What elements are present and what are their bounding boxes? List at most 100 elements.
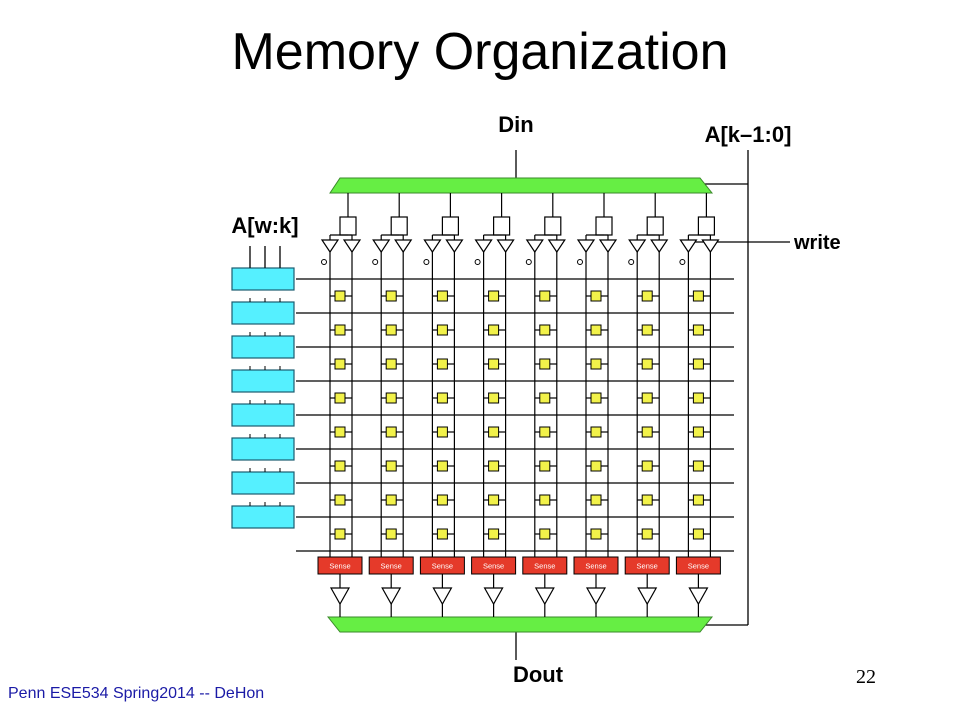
memory-cell	[641, 494, 653, 506]
sense-amp-label: Sense	[432, 562, 453, 571]
write-driver	[598, 239, 618, 254]
write-driver-box	[441, 216, 459, 236]
memory-cell	[692, 426, 704, 438]
memory-cell	[488, 358, 500, 370]
memory-cell	[590, 528, 602, 540]
write-driver-box	[493, 216, 511, 236]
write-driver	[474, 239, 493, 254]
memory-cell	[334, 392, 346, 404]
memory-cell	[590, 426, 602, 438]
memory-cell	[385, 528, 397, 540]
address-high-label: A[k–1:0]	[705, 122, 792, 147]
write-driver	[650, 239, 669, 254]
footer-text: Penn ESE534 Spring2014 -- DeHon	[8, 685, 265, 702]
data-in-bus	[329, 177, 714, 194]
memory-cell	[590, 392, 602, 404]
memory-cell	[385, 324, 397, 336]
memory-cell	[539, 460, 551, 472]
dout-label: Dout	[513, 662, 564, 687]
memory-cell	[385, 460, 397, 472]
memory-cell	[334, 358, 346, 370]
write-driver	[372, 239, 391, 254]
memory-cell	[385, 358, 397, 370]
address-row-label: A[w:k]	[231, 213, 298, 238]
memory-cell	[539, 290, 551, 302]
output-buffer	[688, 587, 709, 606]
memory-cell	[488, 460, 500, 472]
write-driver	[320, 239, 340, 254]
decoder-block	[231, 301, 295, 325]
memory-cell	[334, 528, 346, 540]
decoder-block	[231, 335, 295, 359]
write-driver-box	[390, 216, 408, 236]
sense-amp-label: Sense	[381, 562, 402, 571]
inverter-bubble	[474, 259, 481, 265]
memory-cell	[436, 324, 448, 336]
memory-cell	[692, 392, 704, 404]
sense-amp-label: Sense	[585, 562, 606, 571]
inverter-bubble	[423, 259, 430, 265]
write-driver	[628, 239, 647, 254]
write-driver-box	[544, 216, 562, 236]
memory-cell	[488, 494, 500, 506]
memory-cell	[334, 460, 346, 472]
inverter-bubble	[577, 259, 583, 265]
memory-cell	[641, 290, 653, 302]
write-driver	[701, 239, 720, 254]
write-driver-box	[646, 216, 664, 236]
memory-cell	[692, 358, 704, 370]
memory-cell	[641, 426, 653, 438]
memory-cell	[692, 324, 704, 336]
memory-cell	[436, 460, 448, 472]
memory-cell	[641, 324, 653, 336]
inverter-bubble	[628, 259, 635, 265]
decoder-block	[231, 505, 295, 529]
memory-cell	[641, 528, 653, 540]
memory-cell	[539, 426, 551, 438]
memory-cell	[488, 290, 500, 302]
memory-cell	[334, 324, 346, 336]
write-driver-box	[595, 216, 613, 236]
write-driver	[423, 239, 442, 254]
write-driver	[525, 239, 544, 254]
memory-cell	[436, 290, 448, 302]
memory-cell	[436, 494, 448, 506]
output-buffer	[637, 587, 658, 606]
write-driver	[547, 239, 566, 254]
sense-amp-label: Sense	[534, 562, 555, 571]
memory-cell	[385, 494, 397, 506]
memory-cell	[334, 290, 346, 302]
inverter-bubble	[679, 259, 686, 265]
memory-cell	[590, 460, 602, 472]
memory-cell	[488, 324, 500, 336]
memory-cell	[692, 460, 704, 472]
memory-cell	[539, 392, 551, 404]
memory-cell	[436, 426, 448, 438]
memory-cell	[334, 426, 346, 438]
write-driver	[576, 239, 596, 254]
write-driver-box	[339, 216, 357, 236]
memory-array	[296, 193, 734, 558]
memory-cell	[590, 494, 602, 506]
output-buffer	[534, 587, 555, 606]
memory-cell	[641, 358, 653, 370]
output-buffer	[483, 587, 504, 606]
memory-cell	[539, 358, 551, 370]
memory-cell	[590, 358, 602, 370]
memory-cell	[692, 494, 704, 506]
memory-cell	[488, 392, 500, 404]
sense-amp-label: Sense	[688, 562, 709, 571]
write-driver	[496, 239, 515, 254]
memory-cell	[692, 528, 704, 540]
sense-amp-label: Sense	[637, 562, 658, 571]
memory-cell	[488, 528, 500, 540]
memory-cell	[385, 426, 397, 438]
write-driver	[394, 239, 413, 254]
output-buffer	[329, 587, 351, 606]
memory-cell	[334, 494, 346, 506]
inverter-bubble	[321, 259, 327, 265]
row-decoder	[231, 264, 295, 529]
decoder-block	[231, 437, 295, 461]
